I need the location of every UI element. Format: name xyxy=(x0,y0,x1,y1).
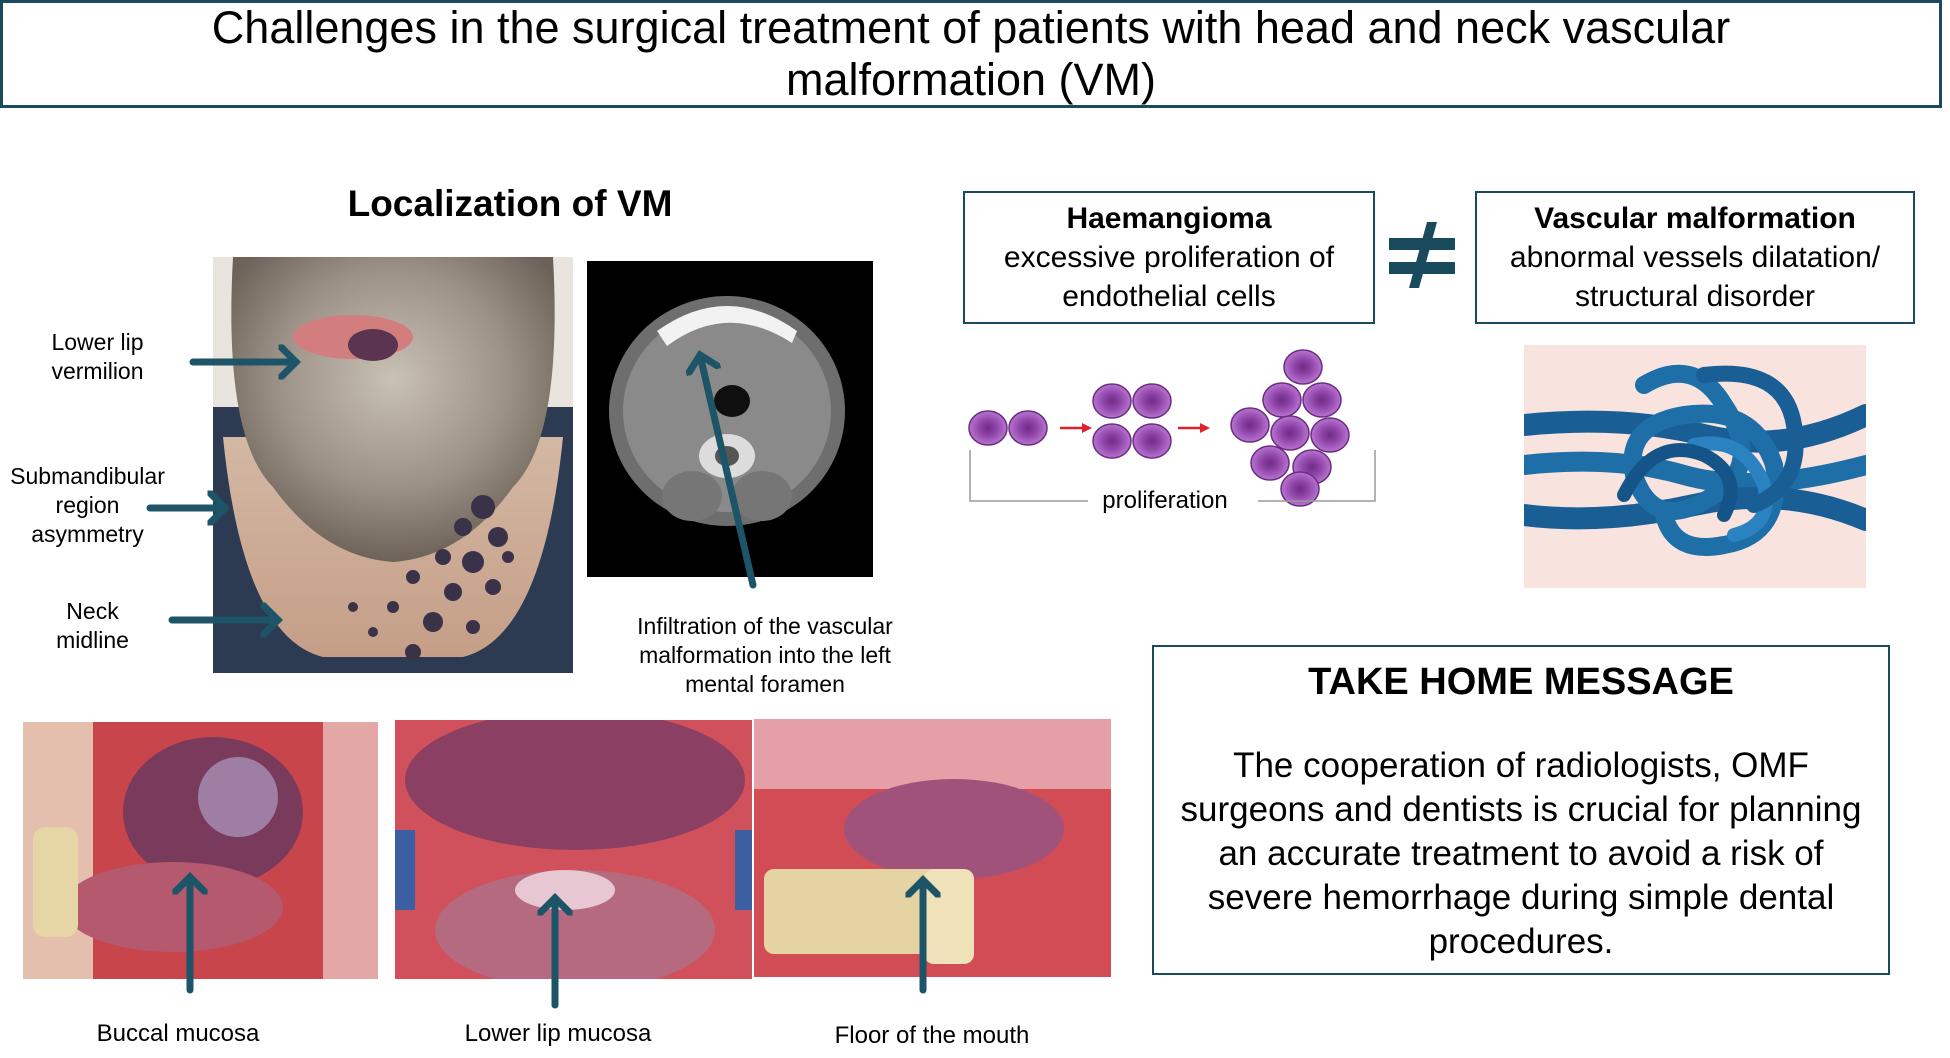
cells-stage-3 xyxy=(1230,349,1350,507)
haemangioma-heading: Haemangioma xyxy=(1066,202,1272,235)
take-home-text: The cooperation of radiologists, OMF sur… xyxy=(1180,746,1862,961)
proliferation-diagram xyxy=(960,345,1380,515)
vascular-malformation-text: abnormal vessels dilatation/ structural … xyxy=(1509,241,1881,313)
vascular-malformation-heading: Vascular malformation xyxy=(1534,202,1856,235)
ct-scan-image xyxy=(587,261,873,577)
floor-of-mouth-photo xyxy=(754,719,1111,977)
caption-buccal-mucosa: Buccal mucosa xyxy=(96,1020,260,1047)
caption-lower-lip-mucosa: Lower lip mucosa xyxy=(464,1020,652,1047)
label-neck-midline: Neck midline xyxy=(56,598,129,653)
poster-title: Challenges in the surgical treatment of … xyxy=(0,0,1942,108)
label-submandibular-region: Submandibular region asymmetry xyxy=(10,463,165,547)
not-equal-icon xyxy=(1387,220,1457,290)
caption-floor-of-mouth: Floor of the mouth xyxy=(834,1022,1030,1049)
proliferation-label: proliferation xyxy=(1102,487,1228,514)
face-photo xyxy=(213,257,573,673)
label-lower-lip-vermilion: Lower lip vermilion xyxy=(51,329,144,384)
haemangioma-box: Haemangioma excessive proliferation of e… xyxy=(963,191,1375,324)
vessels-illustration xyxy=(1513,345,1877,588)
lower-lip-mucosa-photo xyxy=(395,720,752,979)
ct-caption: Infiltration of the vascular malformatio… xyxy=(637,613,893,697)
localization-heading: Localization of VM xyxy=(347,183,673,224)
vascular-malformation-box: Vascular malformation abnormal vessels d… xyxy=(1475,191,1915,324)
haemangioma-text: excessive proliferation of endothelial c… xyxy=(1003,241,1335,313)
take-home-heading: TAKE HOME MESSAGE xyxy=(1308,661,1734,703)
cells-stage-1 xyxy=(968,410,1048,446)
buccal-mucosa-photo xyxy=(23,722,378,979)
cells-stage-2 xyxy=(1092,383,1172,459)
take-home-box: TAKE HOME MESSAGE The cooperation of rad… xyxy=(1152,645,1890,975)
